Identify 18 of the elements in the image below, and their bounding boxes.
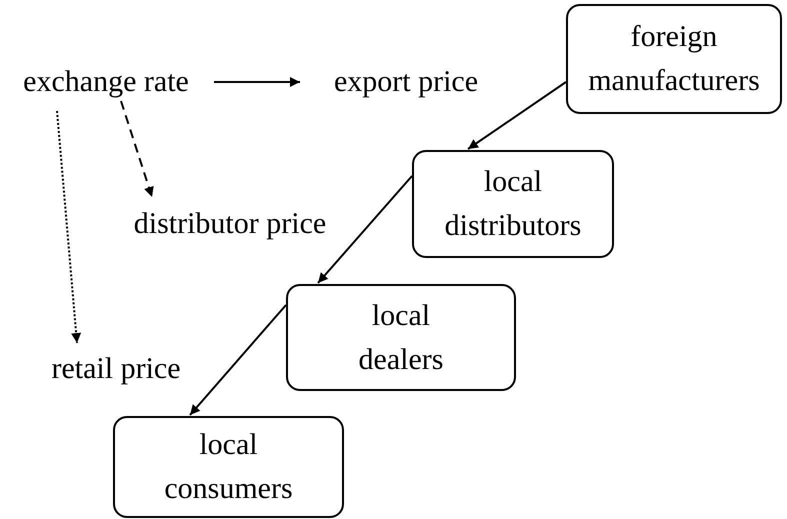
node-label: local dealers	[358, 298, 444, 378]
rounded-box	[286, 284, 516, 391]
arrow	[189, 304, 287, 416]
node-label: foreign manufacturers	[587, 19, 761, 99]
node-label: retail price	[45, 353, 187, 385]
rounded-box	[113, 416, 344, 518]
node-label: exchange rate	[15, 66, 197, 98]
arrow	[467, 81, 567, 150]
arrow	[56, 110, 82, 344]
rounded-box	[412, 150, 614, 258]
node-label: distributor price	[127, 208, 333, 240]
arrow	[214, 77, 300, 87]
node-label: export price	[333, 66, 479, 98]
rounded-box	[566, 4, 782, 114]
arrow	[120, 100, 154, 198]
arrow	[317, 175, 413, 284]
node-label: local distributors	[444, 164, 582, 244]
node-label: local consumers	[163, 427, 294, 507]
